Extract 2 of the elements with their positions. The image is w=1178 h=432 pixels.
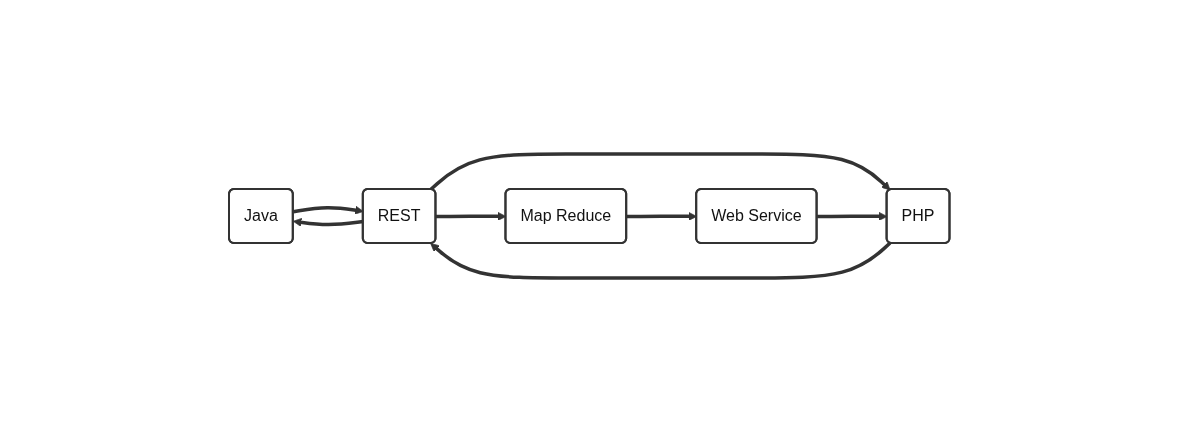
arrow — [430, 241, 891, 280]
arrow — [429, 152, 891, 191]
